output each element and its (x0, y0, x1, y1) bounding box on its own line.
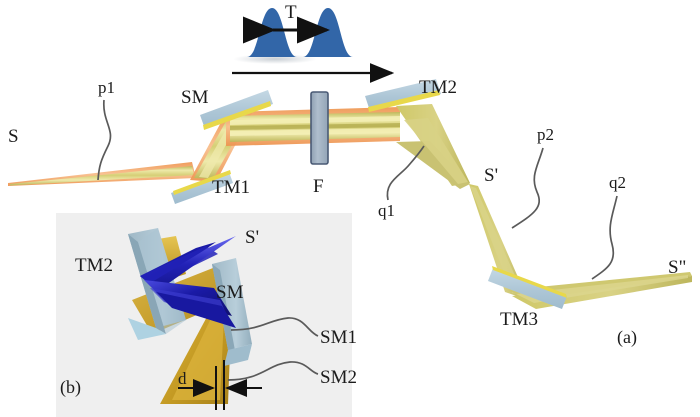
beam-wedge-focus-tm3-hl (470, 186, 524, 296)
panel-b-tag: (b) (60, 377, 81, 397)
label-source-s: S (8, 126, 19, 147)
label-tm1: TM1 (212, 177, 250, 198)
label-inset-tm2: TM2 (75, 255, 113, 276)
pulse-2 (303, 8, 353, 57)
panel-b-inset (56, 213, 352, 417)
mirror-tm3 (488, 266, 567, 309)
label-gap-d: d (178, 369, 187, 388)
mirror-sm (200, 90, 273, 130)
label-q1: q1 (378, 201, 395, 220)
panel-a-tag: (a) (617, 327, 637, 347)
inset-gap-marker (178, 360, 262, 410)
beam-wedge-tm2-focus-mid (404, 118, 468, 184)
label-sm: SM (181, 87, 209, 108)
label-p1: p1 (98, 78, 115, 97)
leader-sm1 (230, 317, 319, 337)
label-tm2: TM2 (419, 77, 457, 98)
leader-p2 (511, 147, 544, 229)
label-final-sdprime: S" (668, 257, 687, 278)
pulse-train-group (232, 8, 395, 83)
label-focus-sprime: S' (484, 165, 498, 186)
label-p2: p2 (537, 125, 554, 144)
label-inset-sm: SM (216, 282, 244, 303)
leader-q2 (591, 195, 618, 280)
filter-f (310, 91, 329, 165)
label-pulse-separation-t: T (285, 2, 297, 23)
panel-a-beam-path (8, 79, 692, 309)
label-q2: q2 (609, 173, 626, 192)
inset-blue-fan (152, 236, 236, 292)
inset-gold-lower-hl (172, 312, 224, 400)
inset-blue-mid-2 (156, 292, 236, 328)
leader-q1 (386, 145, 425, 201)
label-sm2: SM2 (320, 367, 357, 388)
mirror-tm1 (171, 170, 233, 204)
label-tm3: TM3 (500, 309, 538, 330)
label-inset-sprime: S' (245, 227, 259, 248)
label-sm1: SM1 (320, 327, 357, 348)
label-filter-f: F (313, 176, 324, 197)
beam-seg-s-tm1-core (10, 166, 194, 186)
leader-p1 (97, 99, 112, 181)
leader-sm2 (227, 361, 319, 381)
beam-wedge-tm2-focus-lower (396, 141, 470, 189)
mirror-tm2 (365, 79, 441, 112)
